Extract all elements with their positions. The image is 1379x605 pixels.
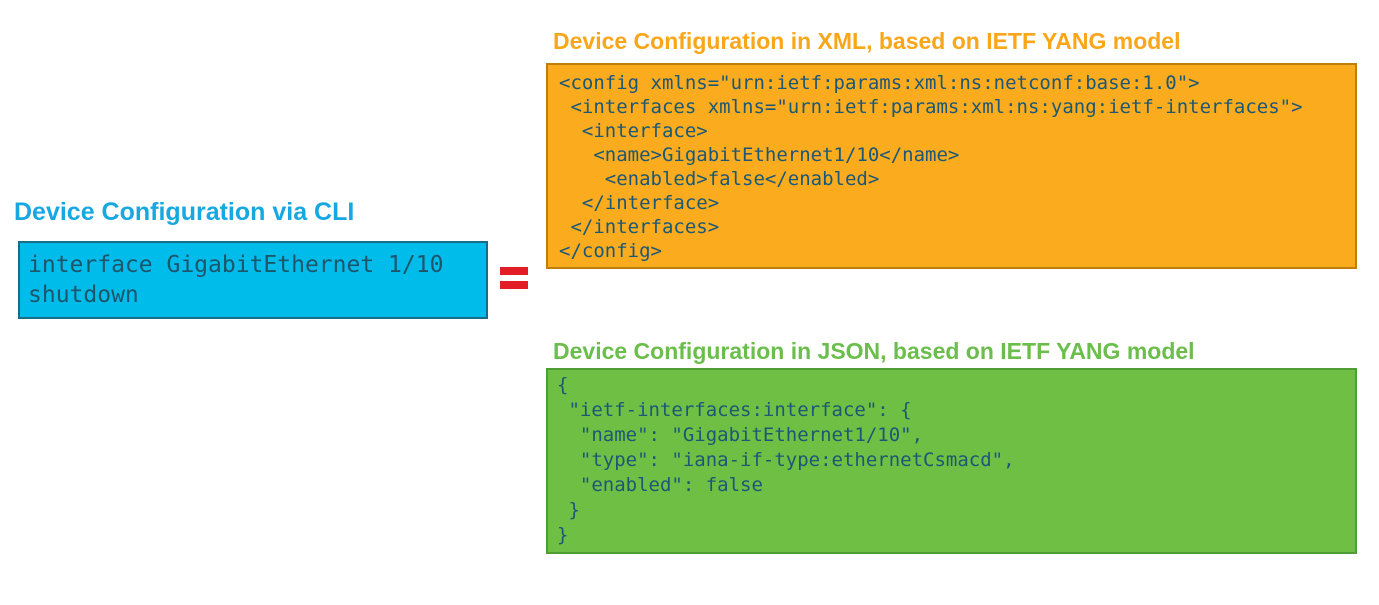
equals-sign-text: = — [500, 267, 501, 268]
xml-panel-title: Device Configuration in XML, based on IE… — [553, 28, 1181, 54]
json-code-text: { "ietf-interfaces:interface": { "name":… — [557, 374, 1015, 546]
equals-sign: = — [500, 267, 528, 290]
cli-code-text: interface GigabitEthernet 1/10 shutdown — [28, 252, 444, 308]
json-code-box: { "ietf-interfaces:interface": { "name":… — [546, 368, 1357, 554]
cli-panel-title: Device Configuration via CLI — [14, 198, 355, 226]
json-panel-title: Device Configuration in JSON, based on I… — [553, 338, 1195, 364]
xml-code-text: <config xmlns="urn:ietf:params:xml:ns:ne… — [559, 72, 1303, 262]
cli-code-box: interface GigabitEthernet 1/10 shutdown — [18, 241, 488, 319]
xml-code-box: <config xmlns="urn:ietf:params:xml:ns:ne… — [546, 63, 1357, 269]
